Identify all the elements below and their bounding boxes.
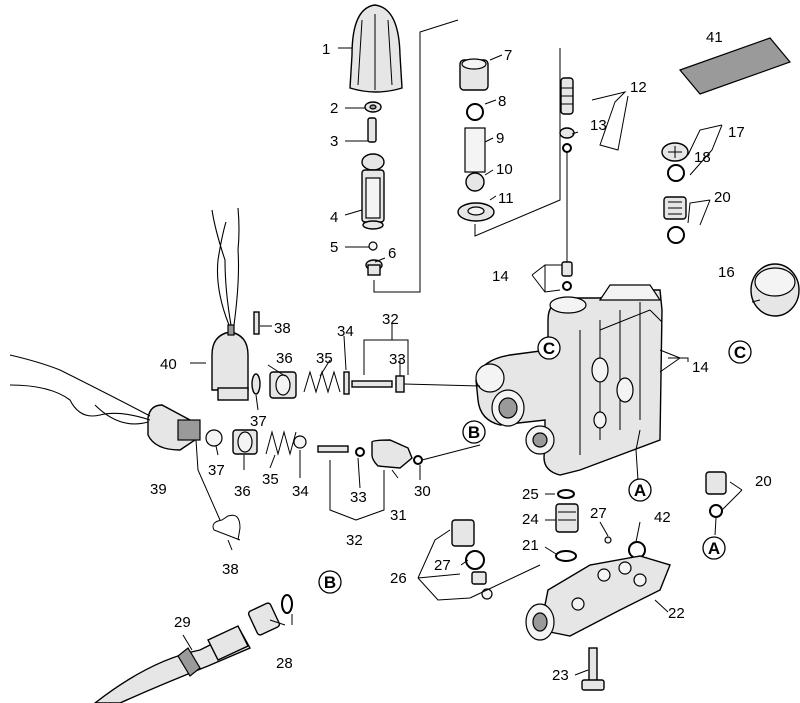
ref-marker: B [462,420,486,444]
part-label: 32 [346,532,363,549]
nozzle-icon [247,602,281,636]
part-label: 35 [262,471,279,488]
part-label: 32 [382,311,399,328]
part-label: 28 [276,655,293,672]
part-label: 7 [504,47,512,64]
hose-icon [93,625,251,703]
ref-marker: C [537,336,561,360]
part-labels: 1 2 3 4 5 6 7 8 9 10 11 12 13 14 14 17 1… [150,29,772,684]
part-label: 22 [668,605,685,622]
part-label: 16 [718,264,735,281]
valve-stem-icon [560,77,574,115]
part-label: 14 [692,359,709,376]
ref-marker: A [628,478,652,502]
part-label: 39 [150,481,167,498]
part-label: 36 [234,483,251,500]
part-label: 14 [492,268,509,285]
gasket-strip-icon [678,37,792,95]
part-label: 21 [522,537,539,554]
part-label: 36 [276,350,293,367]
part-label: 20 [755,473,772,490]
part-label: 10 [496,161,513,178]
valve-seat-icon [457,202,495,222]
part-label: 11 [498,190,514,207]
part-label: 34 [292,483,309,500]
part-label: 34 [337,323,354,340]
part-label: 38 [222,561,239,578]
ref-marker: B [318,570,342,594]
sensor-icon [9,354,201,451]
part-label: 3 [330,133,338,150]
ref-letter: A [708,539,720,558]
part-label: 18 [694,149,711,166]
valve-cap-icon [459,58,489,91]
part-label: 27 [434,557,451,574]
check-valve-icon [705,471,727,495]
ball-icon [368,241,378,251]
part-label: 41 [706,29,723,46]
part-label: 37 [250,413,267,430]
cap-icon [750,263,800,317]
part-label: 6 [388,245,396,262]
fitting-icon [232,429,258,455]
ref-letter: A [634,481,646,500]
ref-letter: B [468,423,480,442]
part-label: 40 [160,356,177,373]
part-label: 26 [390,570,407,587]
washer-icon [364,101,382,113]
part-label: 24 [522,511,539,528]
spring-icon [303,370,341,394]
spring-icon [464,127,486,173]
part-label: 27 [590,505,607,522]
part-label: 23 [552,667,569,684]
part-label: 42 [654,509,671,526]
plunger-rod-icon [351,375,405,393]
part-label: 38 [274,320,291,337]
part-label: 9 [496,130,504,147]
part-label: 37 [208,462,225,479]
part-label: 8 [498,93,506,110]
ref-letter: B [324,573,336,592]
check-valve-icon [663,196,687,220]
part-label: 1 [322,41,330,58]
part-label: 33 [389,351,406,368]
unloader-piston-icon [361,153,385,230]
part-label: 2 [330,100,338,117]
small-valve-icon [561,261,573,291]
pump-housing-icon [475,284,663,476]
part-label: 35 [316,350,333,367]
bolt-icon [581,647,605,691]
seat-icon [365,259,383,276]
bypass-valve-icon [555,503,579,533]
thermal-switch-icon [211,207,249,401]
part-label: 25 [522,486,539,503]
part-label: 4 [330,209,338,226]
spring-icon [265,430,297,456]
plunger-rod-icon [317,445,365,457]
valve-body-icon [371,439,413,469]
part-label: 5 [330,239,338,256]
ref-marker: C [728,340,752,364]
part-label: 29 [174,614,191,631]
part-label: 33 [350,489,367,506]
part-label: 13 [590,117,607,134]
ref-marker: A [702,536,726,560]
plug-icon [661,142,689,162]
ref-letter: C [543,339,555,358]
unloader-knob-icon [349,4,403,93]
manifold-icon [525,555,671,641]
valve-poppet-icon [465,172,485,192]
fitting-icon [451,519,475,547]
part-label: 31 [390,507,407,524]
part-label: 20 [714,189,731,206]
part-label: 30 [414,483,431,500]
part-label: 17 [728,124,745,141]
ref-letter: C [734,343,746,362]
part-label: 12 [630,79,647,96]
fitting-icon [269,371,297,399]
pin-icon [367,117,377,143]
